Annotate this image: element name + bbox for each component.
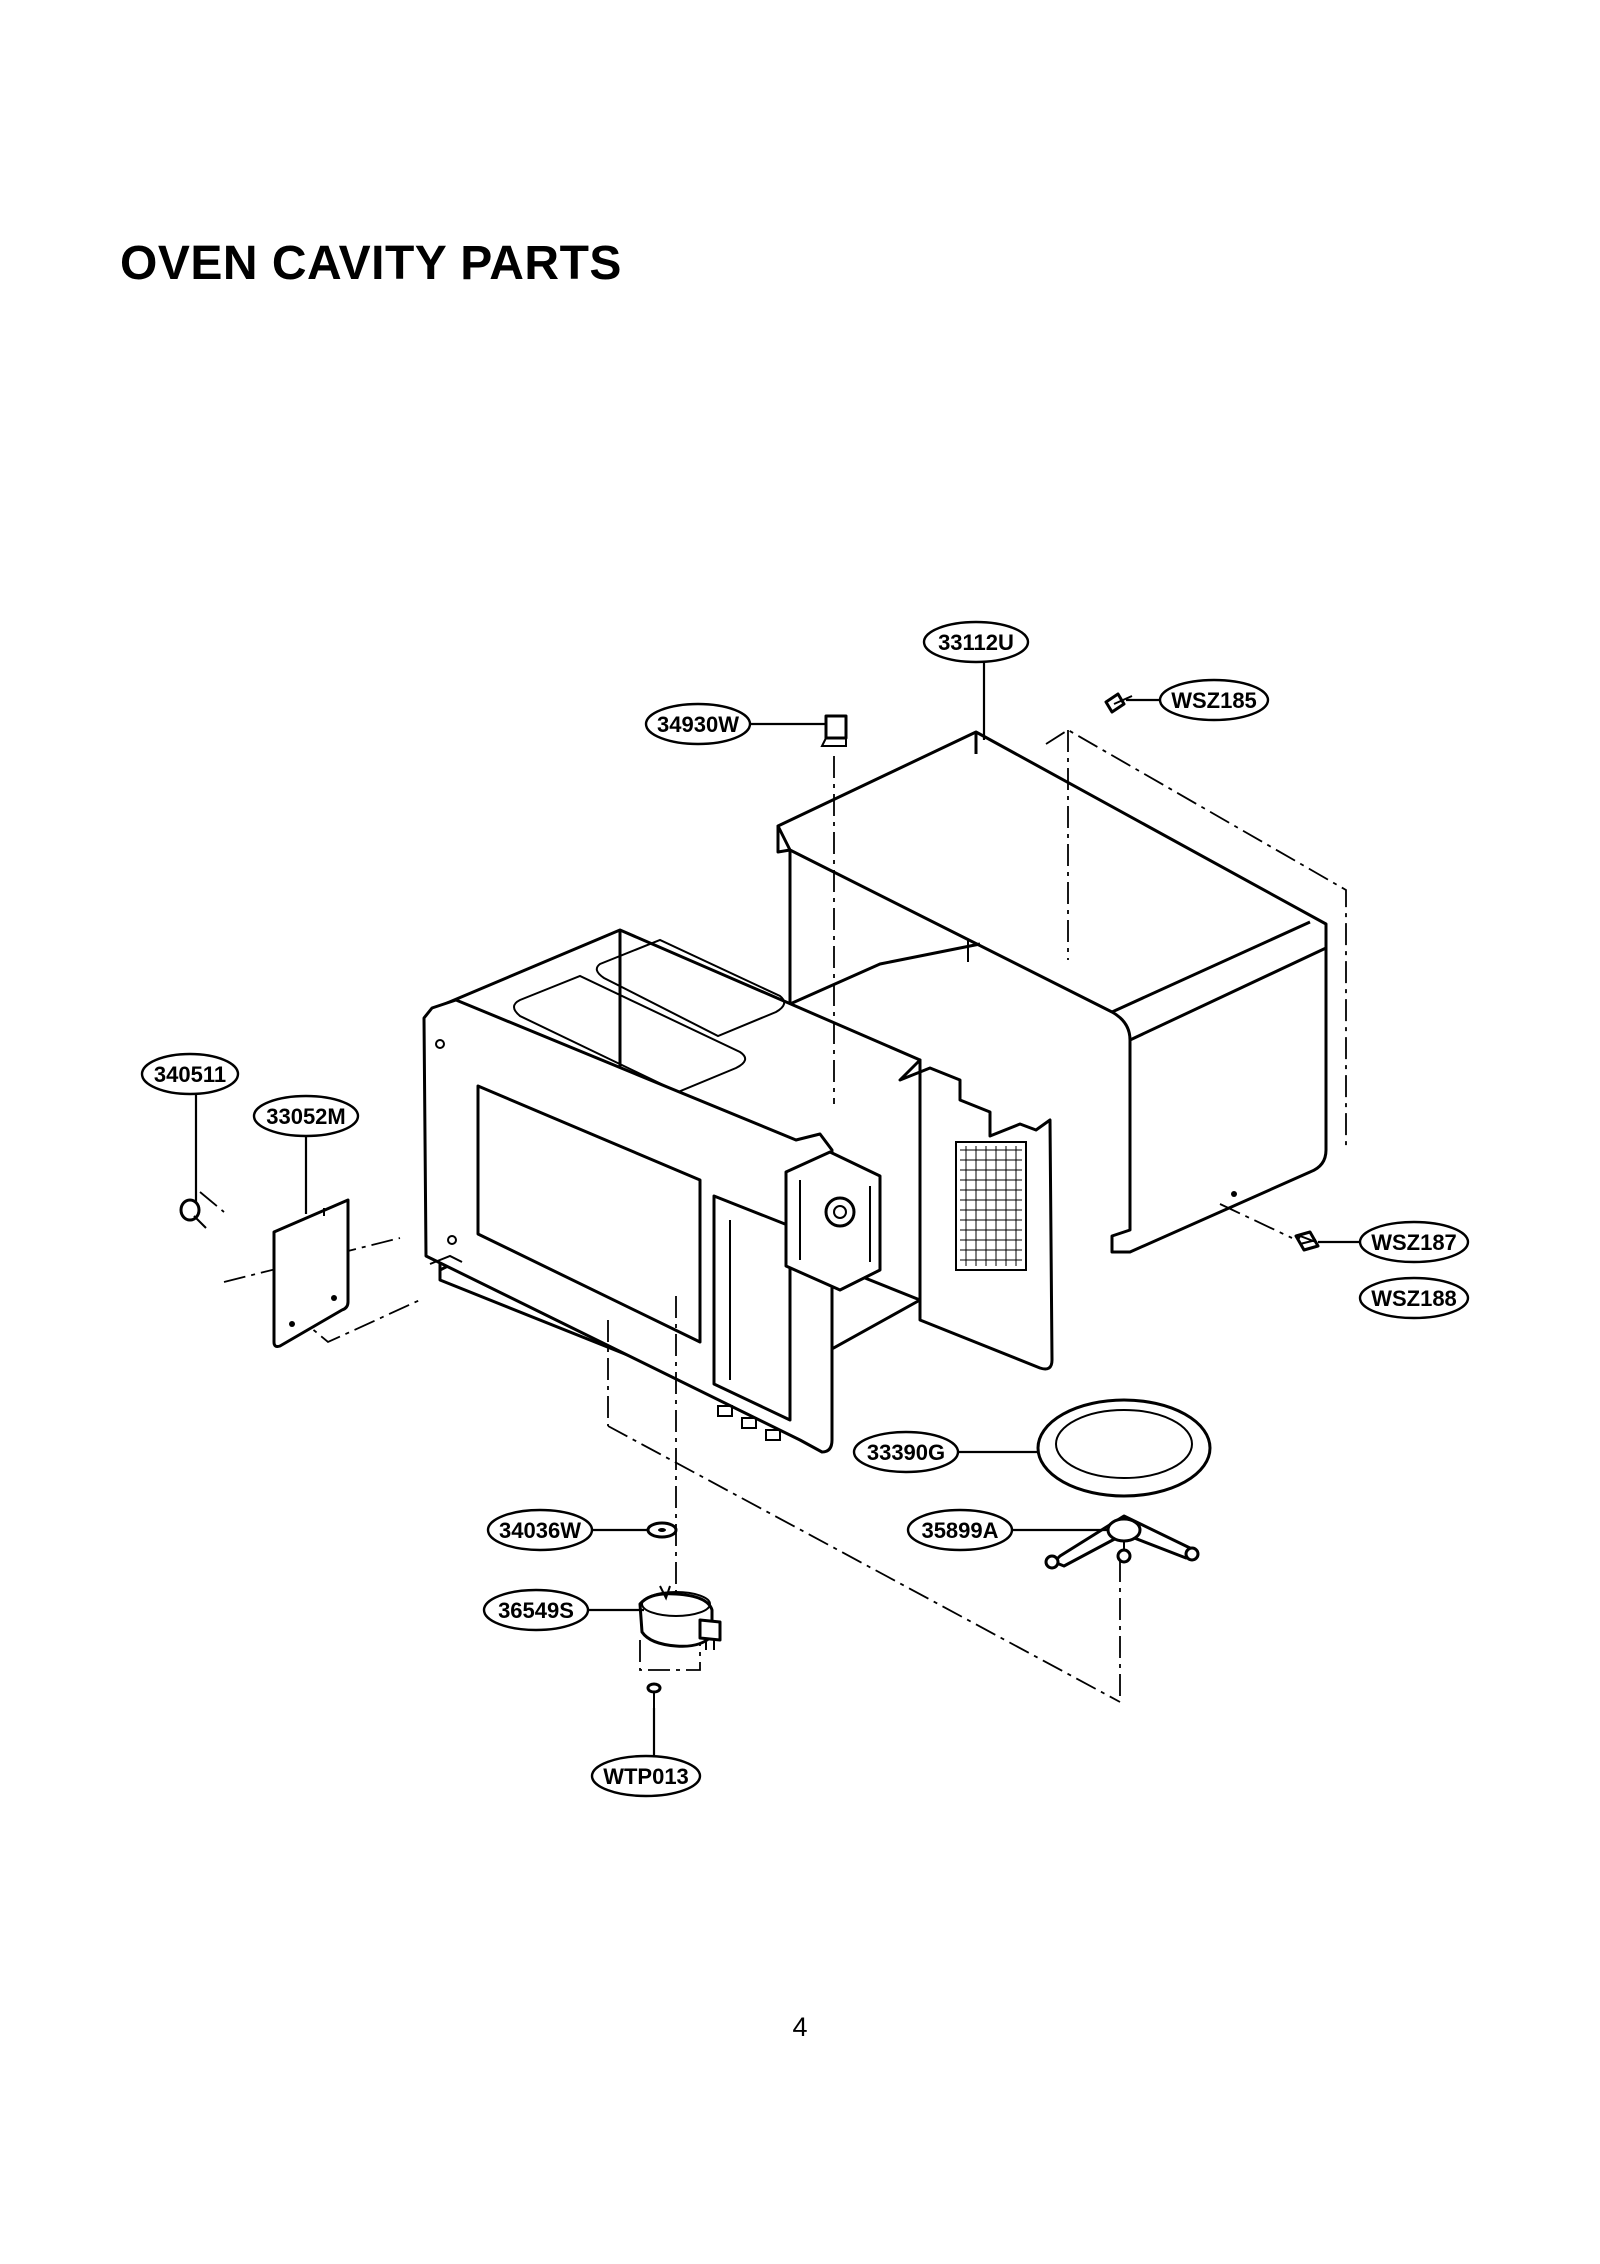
screw-wsz187 <box>1294 1230 1320 1252</box>
part-number-label: 33390G <box>867 1440 945 1465</box>
leader-lines <box>194 662 1360 1756</box>
callout-WTP013: WTP013 <box>590 1754 702 1798</box>
page-title: OVEN CAVITY PARTS <box>120 237 622 290</box>
part-number-label: 34930W <box>657 712 739 737</box>
callout-33112U: 33112U <box>922 620 1030 664</box>
case-screw-hole <box>1231 1191 1237 1197</box>
callout-WSZ188: WSZ188 <box>1358 1276 1470 1320</box>
callout-33052M: 33052M <box>252 1094 360 1138</box>
callout-36549S: 36549S <box>482 1588 590 1632</box>
part-number-label: 33052M <box>266 1104 346 1129</box>
front-frame <box>422 998 834 1454</box>
glass-tray <box>1036 1398 1212 1498</box>
callout-33390G: 33390G <box>852 1430 960 1474</box>
washer-34036w <box>646 1521 678 1539</box>
latch-switch-part <box>820 714 848 747</box>
screw-wtp013 <box>646 1682 662 1708</box>
outer-case <box>776 730 1328 1254</box>
part-number-label: 33112U <box>938 630 1014 655</box>
callout-34930W: 34930W <box>644 702 752 746</box>
roller-ring <box>1044 1514 1200 1570</box>
part-number-label: 35899A <box>921 1518 998 1543</box>
page-number: 4 <box>792 2012 808 2042</box>
part-number-label: WTP013 <box>603 1764 689 1789</box>
callout-34036W: 34036W <box>486 1508 594 1552</box>
part-number-label: 34036W <box>499 1518 581 1543</box>
callout-35899A: 35899A <box>906 1508 1014 1552</box>
rear-bracket <box>784 1150 882 1292</box>
screw-wsz185 <box>1104 692 1133 714</box>
turntable-motor <box>638 1585 722 1650</box>
part-number-label: WSZ185 <box>1171 688 1257 713</box>
rear-plate <box>898 1058 1054 1371</box>
part-number-label: WSZ188 <box>1371 1286 1457 1311</box>
callout-WSZ185: WSZ185 <box>1158 678 1270 722</box>
part-number-label: 36549S <box>498 1598 574 1623</box>
part-number-label: 340511 <box>154 1062 226 1087</box>
part-number-label: WSZ187 <box>1371 1230 1457 1255</box>
cover-plate <box>272 1198 350 1348</box>
bolt-340511 <box>179 1198 207 1229</box>
callout-340511: 340511 <box>140 1052 240 1096</box>
callout-WSZ187: WSZ187 <box>1358 1220 1470 1264</box>
